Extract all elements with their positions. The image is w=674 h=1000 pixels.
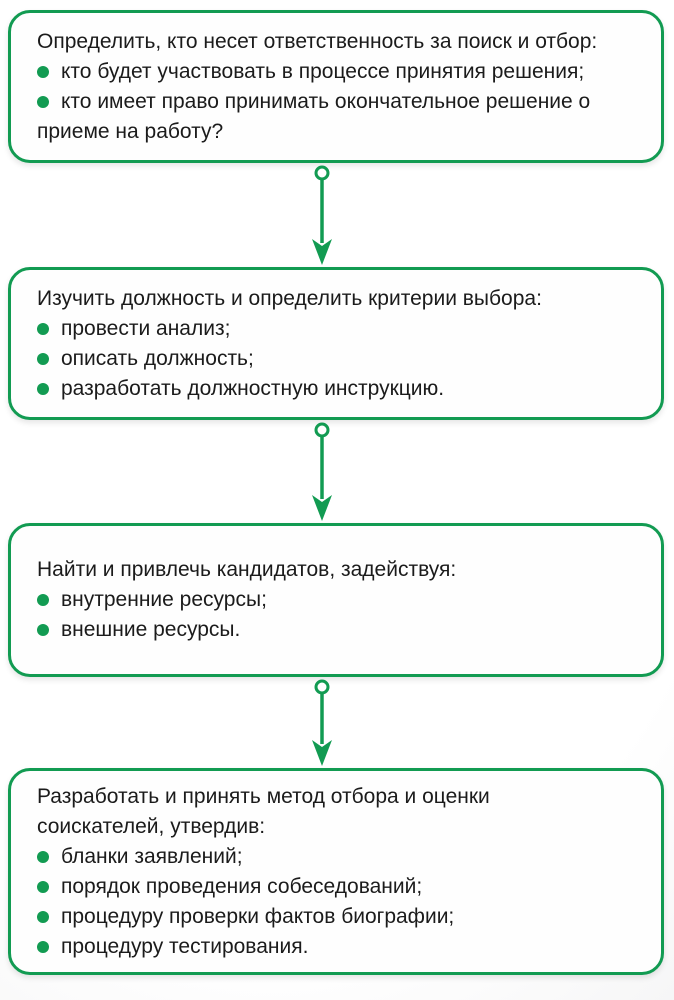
list-item: внутренние ресурсы; bbox=[37, 585, 637, 615]
list-item: порядок проведения собеседований; bbox=[37, 872, 637, 902]
list-item: кто имеет право принимать окончательное … bbox=[37, 87, 637, 147]
flow-step-3: Найти и привлечь кандидатов, задействуя:… bbox=[8, 523, 664, 677]
list-item: описать должность; bbox=[37, 344, 637, 374]
list-item-text: процедуру тестирования. bbox=[61, 934, 309, 958]
bullet-icon bbox=[37, 322, 49, 335]
bullet-icon bbox=[37, 940, 49, 953]
list-item: провести анализ; bbox=[37, 314, 637, 344]
list-item-text: бланки заявлений; bbox=[61, 844, 243, 868]
bullet-icon bbox=[37, 594, 49, 606]
list-item-text: провести анализ; bbox=[61, 316, 231, 340]
list-item: бланки заявлений; bbox=[37, 842, 637, 872]
arrowhead-icon bbox=[312, 740, 332, 766]
step-2-title: Изучить должность и определить критерии … bbox=[37, 286, 542, 310]
bullet-icon bbox=[37, 880, 49, 893]
bullet-icon bbox=[37, 352, 49, 365]
connector-circle-icon bbox=[314, 422, 330, 438]
flow-step-4: Разработать и принять метод отбора и оце… bbox=[8, 768, 664, 975]
flow-connector-arrow bbox=[312, 679, 332, 766]
list-item-text: порядок проведения собеседований; bbox=[61, 874, 423, 898]
flow-step-2: Изучить должность и определить критерии … bbox=[8, 267, 664, 420]
bullet-icon bbox=[37, 850, 49, 863]
list-item: процедуру проверки фактов биографии; bbox=[37, 902, 637, 932]
list-item: разработать должностную инструкцию. bbox=[37, 374, 637, 404]
flow-connector-arrow bbox=[312, 165, 332, 265]
list-item-text: процедуру проверки фактов биографии; bbox=[61, 904, 455, 928]
list-item: внешние ресурсы. bbox=[37, 615, 637, 645]
connector-circle-icon bbox=[314, 165, 330, 181]
list-item-text: описать должность; bbox=[61, 346, 254, 370]
connector-circle-icon bbox=[314, 679, 330, 695]
step-3-title: Найти и привлечь кандидатов, задействуя: bbox=[37, 558, 457, 581]
flow-connector-arrow bbox=[312, 422, 332, 521]
list-item: кто будет участвовать в процессе приняти… bbox=[37, 57, 637, 87]
bullet-icon bbox=[37, 624, 49, 636]
list-item-text: кто будет участвовать в процессе приняти… bbox=[61, 59, 585, 83]
bullet-icon bbox=[37, 95, 49, 108]
flow-step-1: Определить, кто несет ответственность за… bbox=[8, 10, 664, 163]
step-1-title: Определить, кто несет ответственность за… bbox=[37, 29, 598, 53]
bullet-icon bbox=[37, 382, 49, 395]
list-item-text: кто имеет право принимать окончательное … bbox=[37, 89, 591, 143]
list-item-text: разработать должностную инструкцию. bbox=[61, 376, 445, 400]
list-item-text: внутренние ресурсы; bbox=[61, 588, 267, 611]
arrowhead-icon bbox=[312, 495, 332, 521]
arrowhead-icon bbox=[312, 239, 332, 265]
list-item: процедуру тестирования. bbox=[37, 932, 637, 962]
list-item-text: внешние ресурсы. bbox=[61, 618, 241, 641]
bullet-icon bbox=[37, 910, 49, 923]
step-4-title: Разработать и принять метод отбора и оце… bbox=[37, 784, 490, 838]
bullet-icon bbox=[37, 65, 49, 78]
